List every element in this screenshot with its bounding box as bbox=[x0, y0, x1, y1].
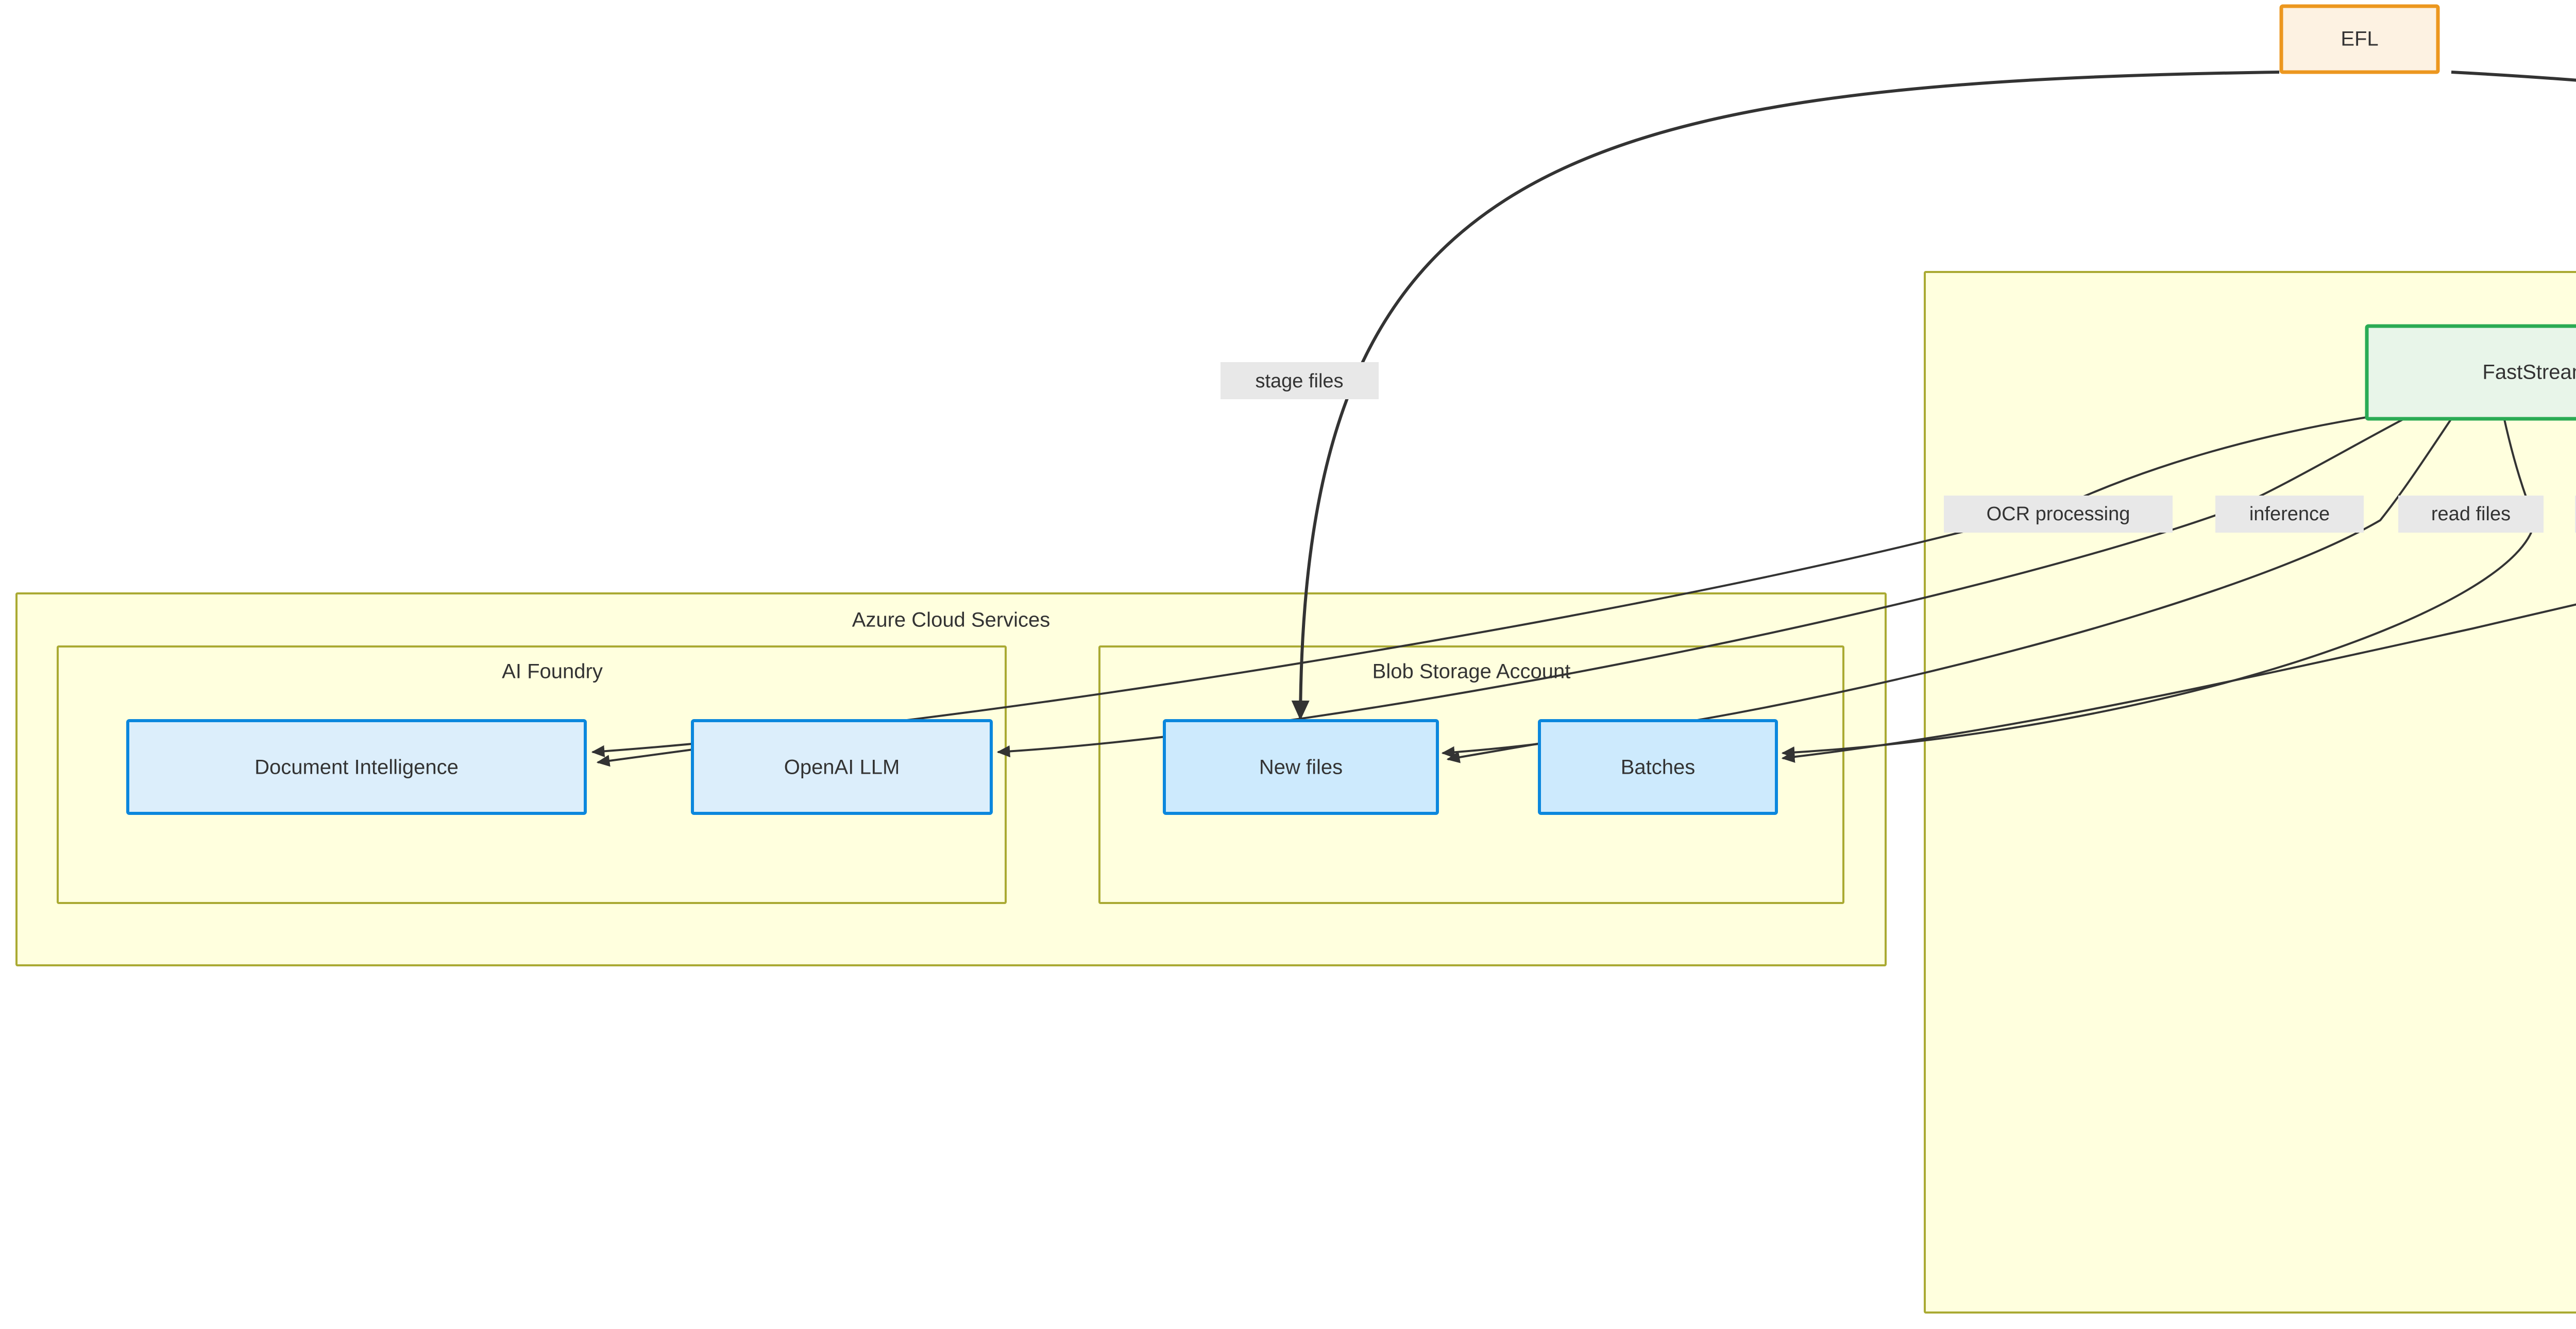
node-label-efl: EFL bbox=[2341, 28, 2378, 50]
edge-batches-to-new-files bbox=[1446, 742, 1541, 763]
node-faststream-service[interactable]: FastStream Service bbox=[2365, 324, 2576, 421]
node-batches[interactable]: Batches bbox=[1538, 719, 1778, 815]
svg-text:read files: read files bbox=[2431, 503, 2511, 525]
edge-label-inference: inference bbox=[2215, 496, 2364, 533]
node-label-openai-llm: OpenAI LLM bbox=[784, 756, 900, 779]
edge-label-store-fetch: store/fetch bbox=[2575, 496, 2576, 533]
node-document-intelligence[interactable]: Document Intelligence bbox=[126, 719, 587, 815]
cluster-core-application-services: Core Application Services bbox=[1924, 271, 2576, 1314]
node-label-batches: Batches bbox=[1621, 756, 1696, 779]
edge-label-ocr-processing: OCR processing bbox=[1944, 496, 2173, 533]
node-label-document-intelligence: Document Intelligence bbox=[255, 756, 459, 779]
node-label-faststream-service: FastStream Service bbox=[2482, 361, 2576, 384]
node-efl[interactable]: EFL bbox=[2279, 4, 2440, 74]
edge-label-read-files: read files bbox=[2398, 496, 2544, 533]
edge-faststream-to-document-intelligence bbox=[591, 416, 2367, 757]
node-new-files[interactable]: New files bbox=[1163, 719, 1439, 815]
edge-faststream-to-batches bbox=[1781, 417, 2536, 759]
cluster-blob-storage-account: Blob Storage Account bbox=[1098, 645, 1844, 904]
cluster-label-ai-foundry: AI Foundry bbox=[502, 660, 603, 683]
edge-efl-to-new-files bbox=[1291, 71, 2280, 721]
edge-openai-llm-to-document-intelligence bbox=[596, 748, 693, 767]
node-label-new-files: New files bbox=[1259, 756, 1343, 779]
svg-text:inference: inference bbox=[2249, 503, 2330, 525]
cluster-label-azure: Azure Cloud Services bbox=[852, 609, 1050, 632]
svg-text:OCR processing: OCR processing bbox=[1987, 503, 2130, 525]
node-openai-llm[interactable]: OpenAI LLM bbox=[691, 719, 993, 815]
edge-label-stage-files: stage files bbox=[1221, 362, 1379, 399]
svg-text:stage files: stage files bbox=[1255, 370, 1343, 392]
edge-api-service-to-batches-line bbox=[1781, 603, 2576, 763]
